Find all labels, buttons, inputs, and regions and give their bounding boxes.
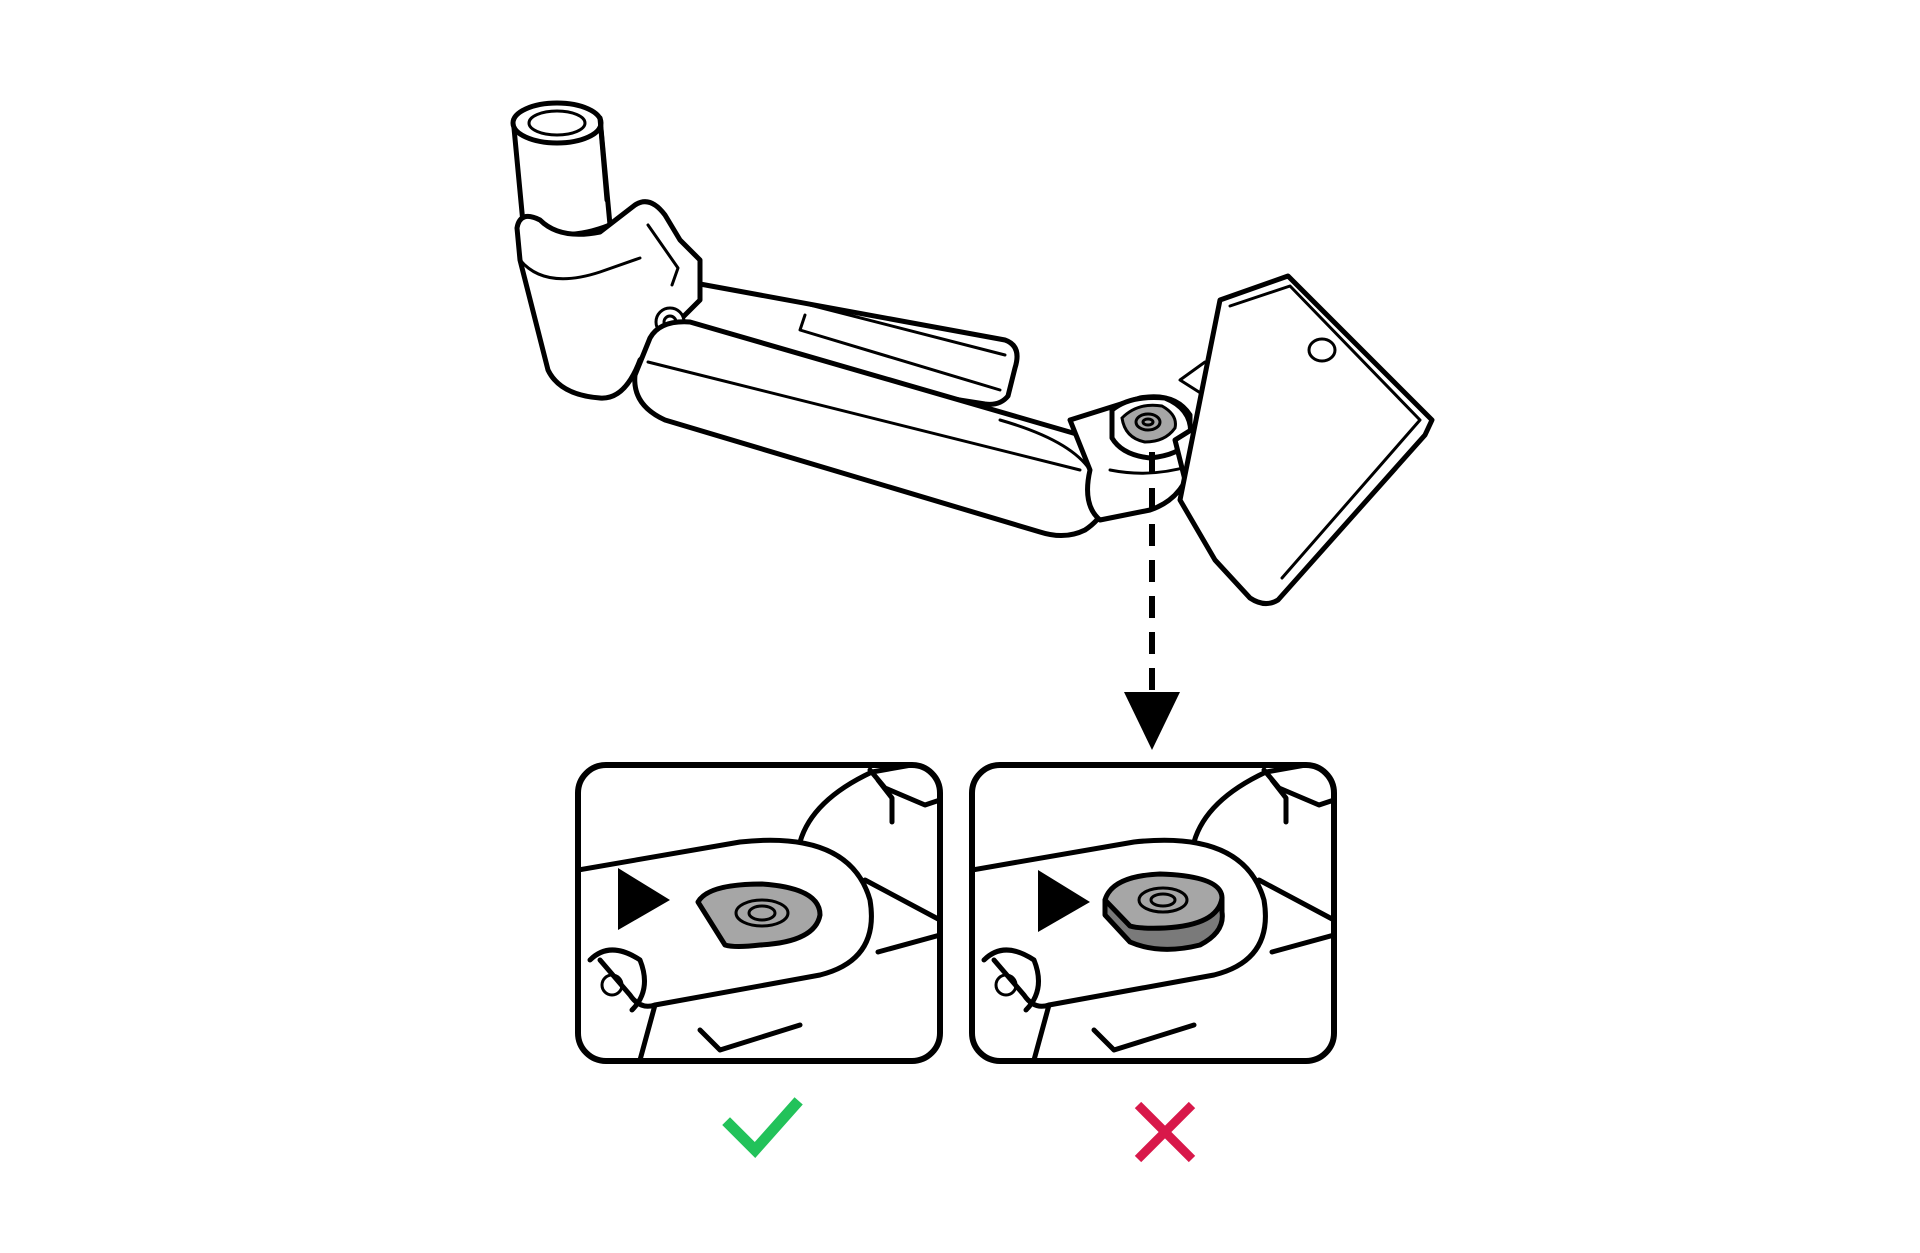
detail-panel-correct (575, 762, 943, 1064)
base-joint (514, 199, 703, 401)
monitor-arm (510, 100, 1435, 750)
joint-knob-flush (695, 881, 823, 949)
indicator-arrow (1038, 870, 1090, 932)
guide-arrow (1124, 452, 1180, 750)
vesa-plate (1177, 273, 1435, 606)
joint-knob-raised (1102, 871, 1225, 931)
indicator-arrow (618, 868, 670, 930)
cross-icon (1134, 1101, 1196, 1163)
detail-panel-incorrect (969, 762, 1337, 1064)
checkmark-icon (722, 1097, 803, 1159)
